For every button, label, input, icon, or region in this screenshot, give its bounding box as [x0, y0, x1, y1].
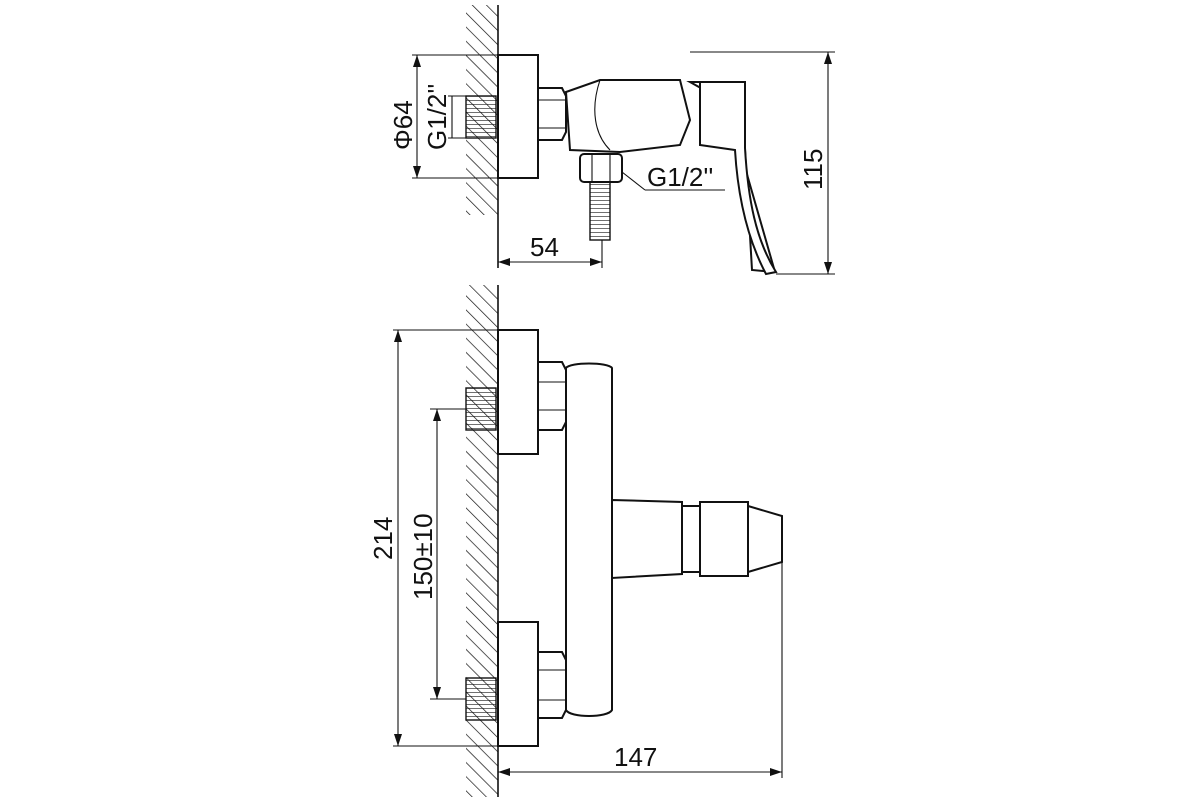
- nut-upper: [537, 361, 567, 431]
- label-top-thread: G1/2'': [422, 84, 452, 150]
- outlet-nut-top: [579, 153, 623, 183]
- label-overall-width: 147: [614, 742, 657, 772]
- mixer-bar-front: [565, 362, 613, 717]
- wall-thread-lower: [465, 677, 497, 721]
- hose-connector-top: [589, 181, 611, 241]
- label-height: 115: [798, 149, 828, 190]
- label-outlet-thread: G1/2'': [647, 162, 713, 192]
- mixer-arm-front: [611, 498, 683, 580]
- wall-thread-upper: [465, 387, 497, 431]
- wall-thread-top: [465, 95, 497, 139]
- label-depth: 54: [530, 232, 559, 262]
- arm-collar-front: [681, 505, 701, 573]
- lever-handle-front: [747, 504, 783, 574]
- nut-top: [537, 87, 567, 141]
- front-view: 214 150±10 147: [368, 285, 783, 797]
- mixer-body-top: [564, 79, 692, 154]
- side-view: Φ64 G1/2'' G1/2'' 115 54: [388, 5, 835, 276]
- label-center-distance: 150±10: [408, 513, 438, 600]
- nut-lower: [537, 651, 567, 719]
- wall-flange-lower: [497, 621, 539, 747]
- wall-flange-top: [497, 54, 539, 179]
- label-top-diameter: Φ64: [388, 100, 418, 150]
- label-overall-height: 214: [368, 517, 398, 560]
- wall-flange-upper: [497, 329, 539, 455]
- handle-base-front: [699, 501, 749, 577]
